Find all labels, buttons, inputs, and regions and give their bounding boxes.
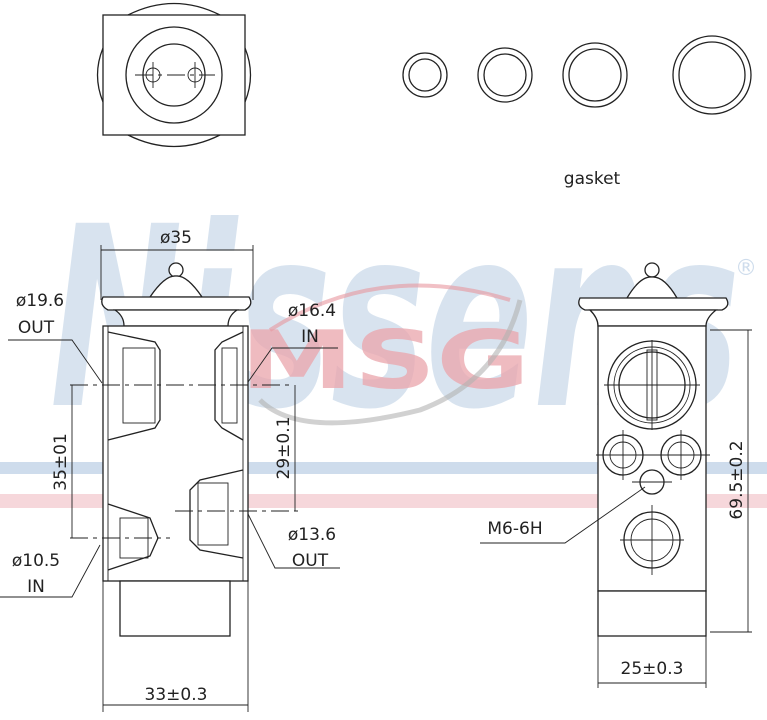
dim-height-29: 29±0.1 [274,417,294,480]
label-thread-m6: M6-6H [487,519,542,539]
top-view [96,2,252,148]
side-view-right: 69.5±0.2 25±0.3 M6-6H [480,262,752,688]
watermark-msg: MSG [240,314,530,407]
side-view-left: ø35 33±0.3 35±01 29±0.1 ø19.6 OUT ø16.4 … [0,228,340,712]
watermark-swoosh [258,299,523,426]
gaskets: gasket [402,35,752,189]
watermark-swoosh-red [268,283,511,332]
dim-diameter-35: ø35 [160,228,192,248]
dim-width-25: 25±0.3 [621,659,684,679]
label-in-lower: IN [27,577,45,597]
label-d13-6: ø13.6 [288,525,336,545]
label-d10-5: ø10.5 [12,551,60,571]
gasket-label: gasket [564,169,621,189]
dim-height-35: 35±01 [51,433,71,491]
label-out-upper: OUT [18,318,55,338]
watermark-registered: ® [735,256,757,281]
dim-width-33: 33±0.3 [145,685,208,705]
dim-height-69-5: 69.5±0.2 [727,440,747,519]
label-in-upper: IN [301,327,319,347]
label-d19-6: ø19.6 [16,291,64,311]
label-out-lower: OUT [292,551,329,571]
label-d16-4: ø16.4 [288,301,336,321]
